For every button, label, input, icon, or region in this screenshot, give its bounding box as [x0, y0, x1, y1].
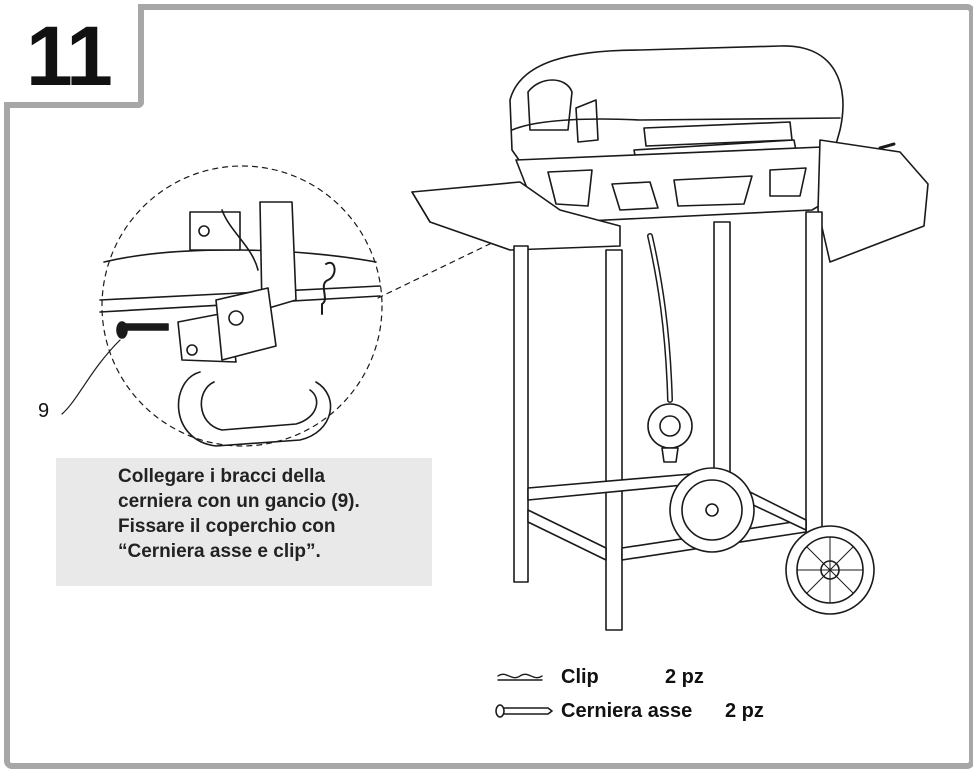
part-qty-hinge-pin: 2 pz: [725, 699, 764, 722]
step-number: 11: [26, 9, 113, 103]
instruction-line-1: Collegare i bracci della: [118, 466, 325, 487]
instruction-line-3: Fissare il coperchio con: [118, 516, 336, 537]
detail-zoom-circle: [101, 165, 561, 447]
instruction-line-2: cerniera con un gancio (9).: [118, 491, 360, 512]
instruction-text: Collegare i bracci della cerniera con un…: [118, 464, 428, 564]
part-name-hinge-pin: Cerniera asse: [561, 699, 693, 722]
part-name-clip: Clip: [561, 665, 599, 688]
parts-row-clip: Clip 2 pz: [493, 664, 793, 690]
hinge-detail-drawing: [61, 201, 381, 447]
instruction-note-box: Collegare i bracci della cerniera con un…: [56, 458, 432, 586]
hinge-pin-icon: [495, 704, 553, 718]
instruction-line-4: “Cerniera asse e clip”.: [118, 541, 321, 562]
clip-icon: [497, 673, 543, 681]
step-number-box: 11: [4, 4, 144, 108]
callout-label-9: 9: [38, 400, 50, 422]
part-qty-clip: 2 pz: [665, 665, 704, 688]
parts-row-hinge-pin: Cerniera asse 2 pz: [493, 698, 793, 724]
barbecue-grill-drawing: [411, 45, 929, 631]
